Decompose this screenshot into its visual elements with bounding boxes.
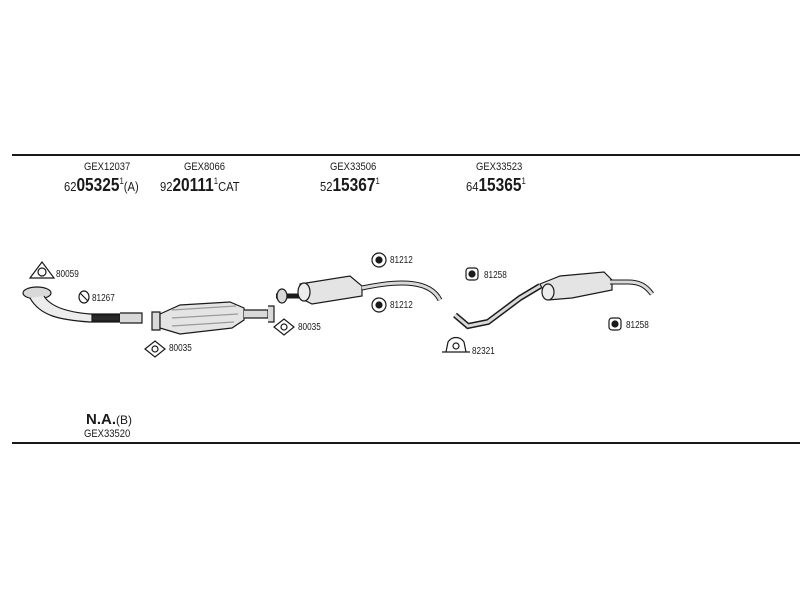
label-81258-right: 81258	[626, 320, 649, 331]
part-number-1-main: 05325	[76, 175, 120, 195]
gasket-80035-right-icon[interactable]	[273, 318, 295, 336]
na-label: N.A.(B)	[86, 412, 132, 428]
part-number-1-prefix: 62	[64, 179, 77, 194]
bottom-rule	[12, 442, 800, 444]
part-number-4-prefix: 64	[466, 179, 479, 194]
label-81212-top: 81212	[390, 255, 413, 266]
part-number-4[interactable]: 64153651	[466, 176, 526, 194]
clamp-82321-icon[interactable]	[442, 336, 470, 353]
gasket-80059-icon[interactable]	[28, 261, 56, 279]
part-number-2-suffix: CAT	[218, 179, 240, 194]
group-code-4: GEX33523	[476, 161, 523, 173]
group-code-2: GEX8066	[184, 161, 226, 173]
front-pipe-icon[interactable]	[22, 286, 143, 324]
hanger-81258-right-icon[interactable]	[608, 317, 622, 331]
part-number-3-sup: 1	[375, 176, 380, 186]
hanger-81212-bottom-icon[interactable]	[371, 297, 387, 313]
na-suffix: (B)	[116, 413, 132, 427]
rear-silencer-icon[interactable]	[453, 271, 654, 330]
group-code-1: GEX12037	[84, 161, 131, 173]
middle-silencer-icon[interactable]	[276, 275, 443, 305]
top-rule	[12, 154, 800, 156]
part-number-1-suffix: (A)	[123, 179, 139, 194]
label-80059: 80059	[56, 269, 79, 280]
part-number-2-sup: 1	[213, 176, 219, 186]
label-81212-bottom: 81212	[390, 300, 413, 311]
part-number-3[interactable]: 52153671	[320, 176, 380, 194]
footer-code: GEX33520	[84, 428, 131, 440]
hanger-81258-top-icon[interactable]	[465, 267, 479, 281]
hanger-81212-top-icon[interactable]	[371, 252, 387, 268]
part-number-1[interactable]: 62053251(A)	[64, 176, 139, 194]
part-number-4-main: 15365	[478, 175, 522, 195]
part-number-1-sup: 1	[119, 176, 124, 186]
part-number-2-main: 20111	[172, 175, 214, 195]
label-81267: 81267	[92, 293, 115, 304]
catalytic-converter-icon[interactable]	[151, 301, 275, 335]
clamp-81267-icon[interactable]	[78, 290, 90, 304]
label-80035-left: 80035	[169, 343, 192, 354]
part-number-4-sup: 1	[521, 176, 526, 186]
label-81258-top: 81258	[484, 270, 507, 281]
group-code-3: GEX33506	[330, 161, 377, 173]
label-82321: 82321	[472, 346, 495, 357]
na-text: N.A.	[86, 411, 116, 428]
gasket-80035-left-icon[interactable]	[144, 340, 166, 358]
part-number-2[interactable]: 92201111CAT	[160, 176, 240, 194]
part-number-3-prefix: 52	[320, 179, 333, 194]
label-80035-right: 80035	[298, 322, 321, 333]
part-number-2-prefix: 92	[160, 179, 173, 194]
part-number-3-main: 15367	[332, 175, 376, 195]
